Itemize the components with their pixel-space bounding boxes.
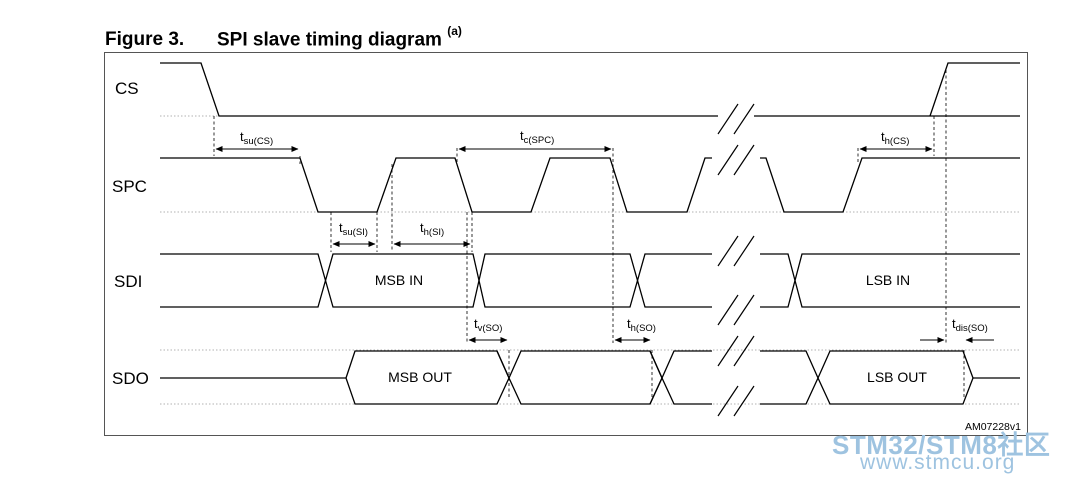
lsb-out-label: LSB OUT — [867, 369, 927, 385]
diagram-frame — [104, 52, 1028, 436]
cs-label: CS — [115, 79, 139, 98]
timing-references — [213, 70, 965, 398]
figure-number: Figure 3. — [105, 29, 185, 51]
sdi-waveform — [160, 253, 1020, 308]
lsb-in-label: LSB IN — [866, 272, 910, 288]
th-so-label: th(SO) — [627, 316, 656, 334]
figure-title-text: SPI slave timing diagram — [217, 29, 442, 51]
watermark-brand: STM32/STM8社区 — [832, 430, 1051, 460]
sdo-label: SDO — [112, 369, 149, 388]
figure-title: Figure 3. SPI slave timing diagram (a) — [105, 24, 462, 51]
th-si-label: th(SI) — [420, 220, 444, 238]
watermark-url: www.stmcu.org — [860, 451, 1016, 474]
tdis-so-label: tdis(SO) — [952, 316, 988, 334]
tsu-cs-label: tsu(CS) — [240, 129, 273, 147]
tsu-si-label: tsu(SI) — [339, 220, 368, 238]
spc-label: SPC — [112, 177, 147, 196]
cs-waveform — [160, 62, 1020, 117]
sdo-waveform — [160, 350, 1020, 405]
tc-spc-label: tc(SPC) — [520, 128, 554, 146]
msb-in-label: MSB IN — [375, 272, 423, 288]
figure-ref-code: AM07228v1 — [965, 421, 1021, 433]
tv-so-label: tv(SO) — [474, 316, 502, 334]
spc-waveform — [160, 157, 1020, 213]
msb-out-label: MSB OUT — [388, 369, 452, 385]
th-cs-label: th(CS) — [881, 129, 909, 147]
sdi-label: SDI — [114, 272, 142, 291]
timing-arrows — [215, 146, 994, 343]
footnote-mark: (a) — [447, 24, 462, 38]
reference-gridlines — [160, 115, 1020, 405]
